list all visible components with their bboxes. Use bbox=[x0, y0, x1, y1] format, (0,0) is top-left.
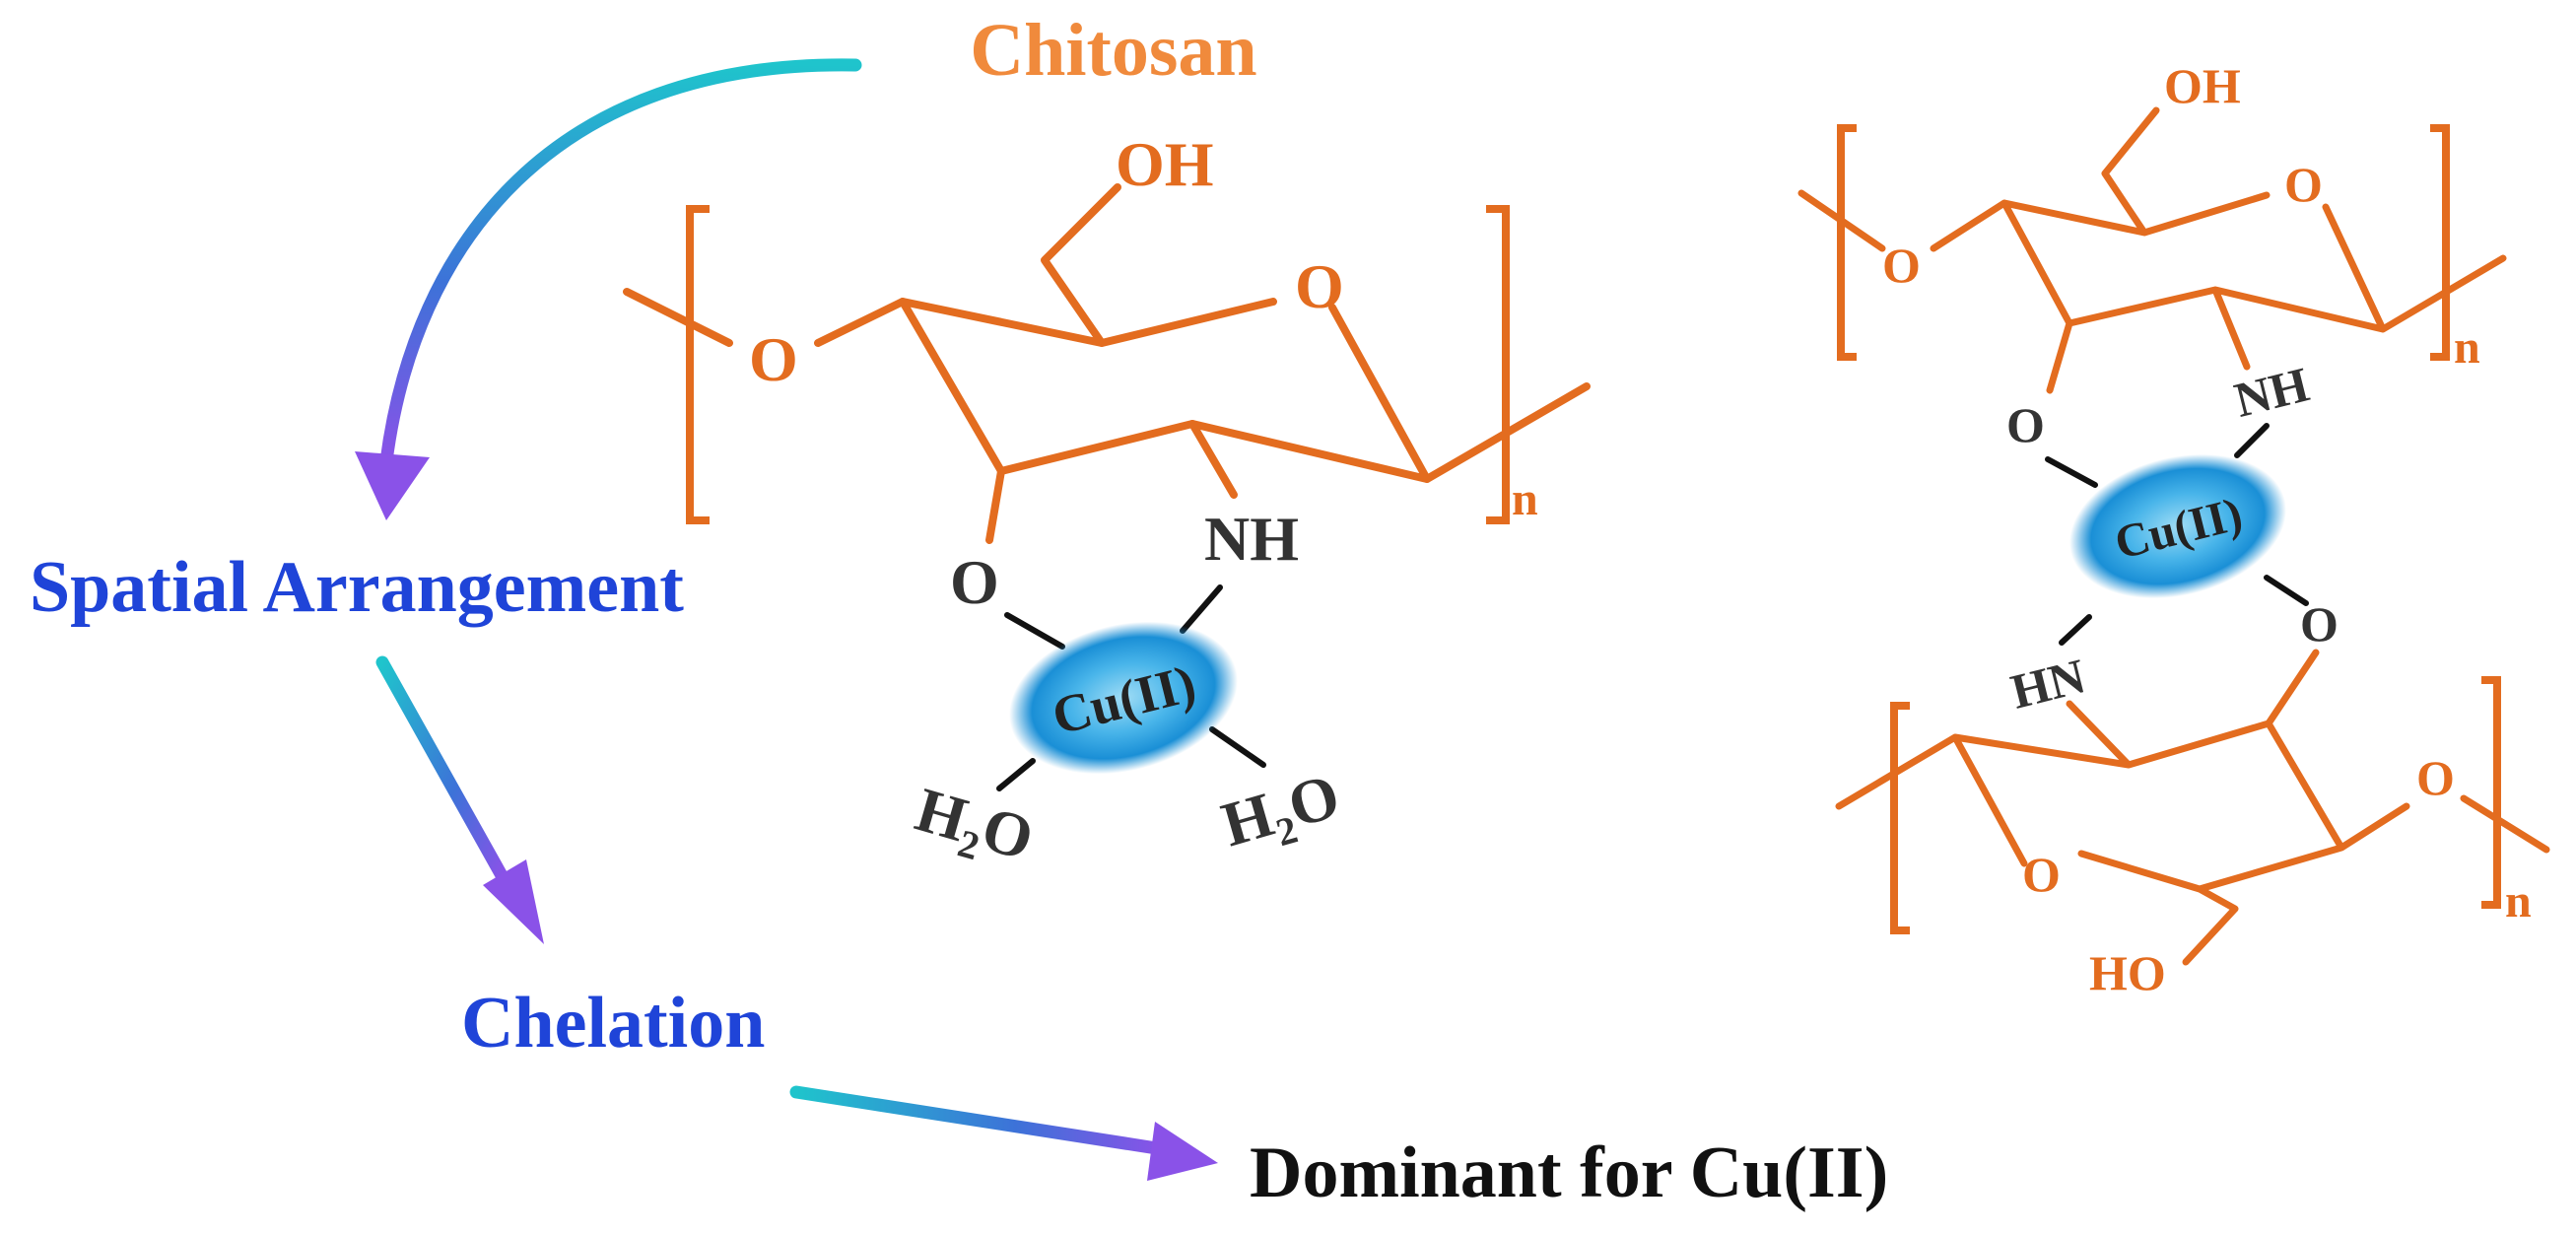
horiz-arrow-head bbox=[1147, 1122, 1218, 1181]
right-top-nh-label: NH bbox=[2229, 356, 2314, 428]
left-ch2oh-bonds bbox=[1041, 183, 1121, 347]
horiz-arrow-shaft bbox=[789, 1085, 1170, 1156]
diag-arrow-head bbox=[483, 859, 544, 944]
chitosan-label: Chitosan bbox=[970, 9, 1256, 92]
left-cu-ion-blob bbox=[1009, 621, 1238, 775]
right-bottom-ring-oxygen-label: O bbox=[2022, 847, 2061, 902]
left-glycosidic-bonds bbox=[623, 288, 907, 347]
right-bottom-repeat-subscript: n bbox=[2505, 875, 2532, 927]
right-top-chain-bonds bbox=[1797, 106, 2507, 394]
right-cu-ion-blob bbox=[2069, 453, 2286, 599]
right-bottom-o-label: O bbox=[2300, 596, 2339, 652]
left-ring-oxygen-label: O bbox=[1295, 251, 1344, 321]
right-top-close-bracket bbox=[2430, 124, 2450, 361]
left-water-1: H2O bbox=[906, 774, 1041, 882]
right-chitosan-cu-complex: n OH O O Cu(II) O NH HN O n O O HO bbox=[1797, 58, 2550, 1000]
right-bottom-chain-bonds bbox=[1835, 649, 2550, 966]
right-top-open-bracket bbox=[1837, 124, 1857, 361]
right-top-glycosidic-oxygen-label: O bbox=[1882, 238, 1921, 293]
flow-arrows bbox=[355, 58, 1218, 1181]
right-top-o-label: O bbox=[2006, 397, 2045, 452]
right-bottom-glycosidic-oxygen-label: O bbox=[2416, 750, 2455, 805]
right-top-ring-oxygen-label: O bbox=[2284, 157, 2323, 212]
left-close-bracket bbox=[1486, 205, 1510, 524]
diag-arrow-shaft bbox=[375, 655, 509, 884]
left-amine-o-label: O bbox=[950, 547, 999, 617]
right-top-repeat-subscript: n bbox=[2454, 321, 2480, 374]
arc-arrow-shaft bbox=[379, 58, 862, 468]
right-bottom-open-bracket bbox=[1890, 702, 1910, 934]
left-c3-o-bond bbox=[985, 467, 1005, 544]
arc-arrow-head bbox=[355, 451, 430, 520]
left-exit-bond bbox=[1423, 382, 1591, 483]
left-pyranose-ring bbox=[899, 298, 1431, 483]
left-chitosan-cu-complex: n OH O O Cu(II) O NH H2O H2O bbox=[623, 129, 1591, 882]
right-bottom-close-bracket bbox=[2481, 676, 2501, 909]
left-repeat-subscript: n bbox=[1512, 473, 1538, 525]
left-water-2: H2O bbox=[1214, 760, 1349, 868]
right-bottom-hydroxyl-label: HO bbox=[2089, 945, 2166, 1000]
left-amine-nh-label: NH bbox=[1204, 504, 1299, 574]
left-c2-n-bond bbox=[1188, 420, 1238, 499]
left-glycosidic-oxygen-label: O bbox=[749, 324, 798, 394]
left-coordination-bonds bbox=[996, 584, 1266, 791]
right-top-hydroxyl-label: OH bbox=[2164, 58, 2241, 113]
dominant-label: Dominant for Cu(II) bbox=[1250, 1132, 1888, 1213]
chelation-label: Chelation bbox=[461, 983, 765, 1063]
right-coordination-bonds bbox=[2045, 423, 2309, 646]
spatial-arrangement-label: Spatial Arrangement bbox=[30, 547, 684, 628]
left-hydroxyl-label: OH bbox=[1116, 129, 1214, 199]
left-open-bracket bbox=[686, 205, 710, 524]
